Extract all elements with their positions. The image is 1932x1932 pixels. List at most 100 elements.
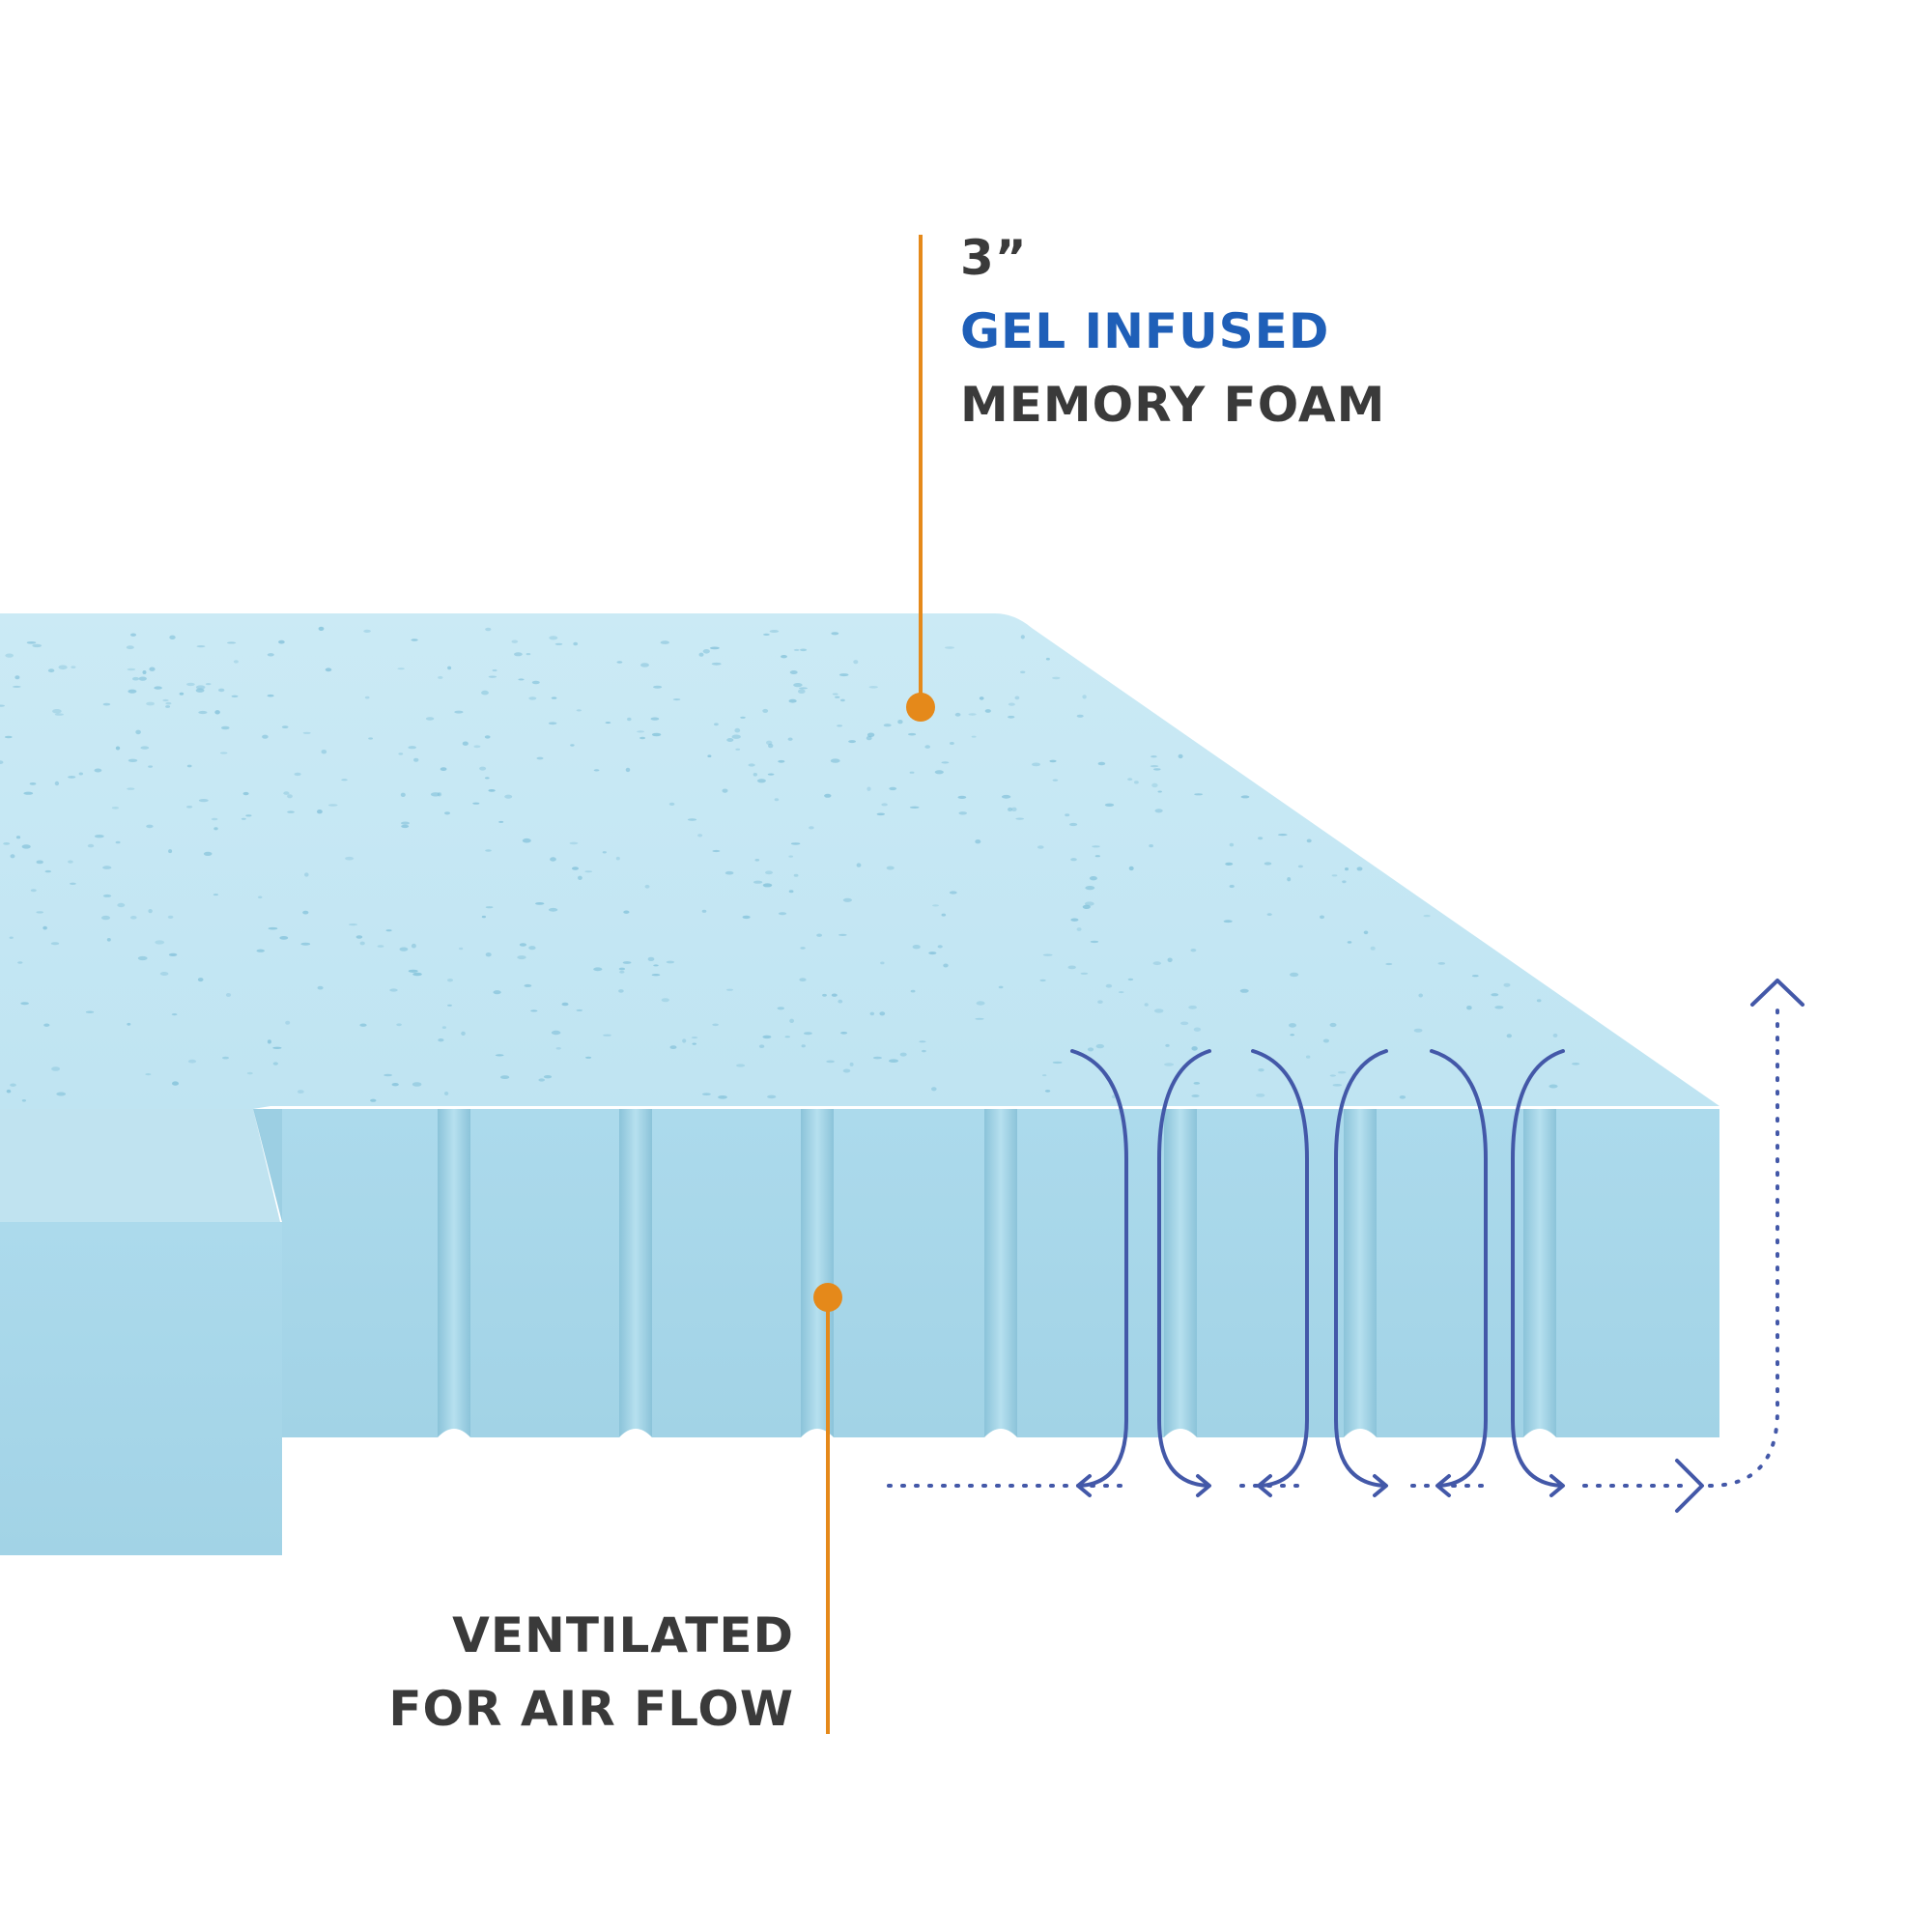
texture-dot — [1094, 855, 1100, 858]
texture-dot — [957, 795, 967, 800]
foam-left-block-top — [0, 1109, 280, 1222]
texture-dot — [522, 838, 531, 843]
texture-dot — [787, 737, 793, 741]
texture-dot — [1104, 803, 1115, 807]
texture-dot — [443, 1092, 449, 1095]
texture-dot — [267, 653, 274, 657]
texture-dot — [548, 722, 557, 725]
texture-dot — [726, 988, 733, 991]
texture-dot — [1042, 1074, 1047, 1077]
texture-dot — [1180, 1021, 1189, 1026]
arrow-up-icon — [1750, 979, 1804, 1007]
texture-dot — [146, 824, 154, 829]
texture-dot — [800, 648, 808, 652]
texture-dot — [883, 724, 892, 727]
texture-dot — [106, 938, 111, 942]
texture-dot — [148, 765, 154, 768]
texture-dot — [377, 945, 384, 948]
texture-dot — [519, 943, 527, 947]
texture-dot — [1225, 862, 1234, 867]
texture-dot — [218, 688, 225, 693]
airflow-curve — [1251, 1049, 1309, 1488]
texture-dot — [945, 646, 954, 649]
texture-dot — [1287, 877, 1292, 882]
texture-dot — [165, 705, 171, 708]
texture-dot — [325, 668, 332, 672]
arrow-left-icon — [1435, 1474, 1451, 1497]
texture-dot — [653, 964, 659, 967]
texture-dot — [879, 1011, 886, 1016]
texture-dot — [302, 731, 311, 734]
texture-dot — [447, 666, 452, 670]
texture-dot — [889, 786, 897, 791]
texture-dot — [1229, 842, 1235, 847]
texture-dot — [889, 1059, 898, 1063]
texture-dot — [1032, 762, 1040, 767]
texture-dot — [226, 641, 237, 644]
texture-dot — [868, 686, 878, 689]
texture-dot — [345, 856, 355, 861]
texture-dot — [140, 746, 150, 750]
texture-dot — [697, 834, 703, 838]
texture-dot — [742, 915, 751, 920]
texture-dot — [1052, 779, 1059, 781]
texture-dot — [78, 772, 84, 776]
texture-dot — [668, 802, 675, 807]
texture-dot — [869, 1011, 875, 1016]
texture-dot — [87, 843, 95, 848]
texture-dot — [1070, 858, 1077, 862]
texture-dot — [126, 645, 134, 650]
groove — [619, 1109, 652, 1437]
texture-dot — [867, 786, 871, 791]
texture-dot — [348, 923, 358, 926]
texture-dot — [85, 1010, 95, 1013]
texture-dot — [0, 760, 4, 764]
texture-dot — [943, 963, 949, 968]
texture-dot — [639, 736, 646, 740]
texture-dot — [300, 942, 311, 946]
texture-dot — [1290, 972, 1299, 978]
texture-dot — [908, 732, 917, 736]
foam-thickness-label: 3” — [960, 230, 1028, 286]
texture-dot — [778, 759, 785, 763]
texture-dot — [949, 891, 957, 895]
texture-dot — [722, 788, 728, 793]
texture-dot — [1152, 961, 1162, 966]
texture-dot — [799, 978, 807, 981]
texture-dot — [165, 701, 172, 705]
texture-dot — [1067, 965, 1076, 970]
texture-dot — [187, 1059, 197, 1064]
texture-dot — [321, 750, 327, 754]
texture-dot — [267, 1039, 271, 1044]
texture-dot — [788, 890, 794, 894]
texture-dot — [268, 926, 278, 930]
texture-dot — [1266, 913, 1272, 916]
texture-dot — [840, 1032, 848, 1035]
texture-dot — [793, 873, 799, 877]
texture-dot — [485, 849, 492, 852]
texture-dot — [528, 946, 536, 951]
texture-dot — [718, 1095, 727, 1099]
texture-dot — [767, 773, 775, 776]
texture-dot — [1178, 753, 1183, 759]
texture-dot — [793, 683, 803, 688]
arrow-left-icon — [1257, 1474, 1272, 1497]
texture-dot — [1105, 983, 1113, 988]
texture-dot — [132, 676, 139, 681]
texture-dot — [1076, 714, 1084, 718]
texture-dot — [876, 812, 885, 816]
texture-dot — [1090, 940, 1099, 944]
texture-dot — [769, 630, 780, 633]
texture-dot — [573, 641, 579, 646]
texture-dot — [856, 863, 862, 867]
texture-dot — [14, 675, 20, 680]
texture-dot — [593, 769, 600, 772]
texture-dot — [763, 633, 770, 637]
texture-dot — [272, 1062, 278, 1065]
texture-dot — [1306, 1055, 1311, 1059]
texture-dot — [1127, 778, 1133, 781]
texture-dot — [570, 744, 575, 747]
texture-dot — [526, 653, 531, 656]
texture-dot — [484, 735, 491, 739]
texture-dot — [778, 912, 787, 916]
